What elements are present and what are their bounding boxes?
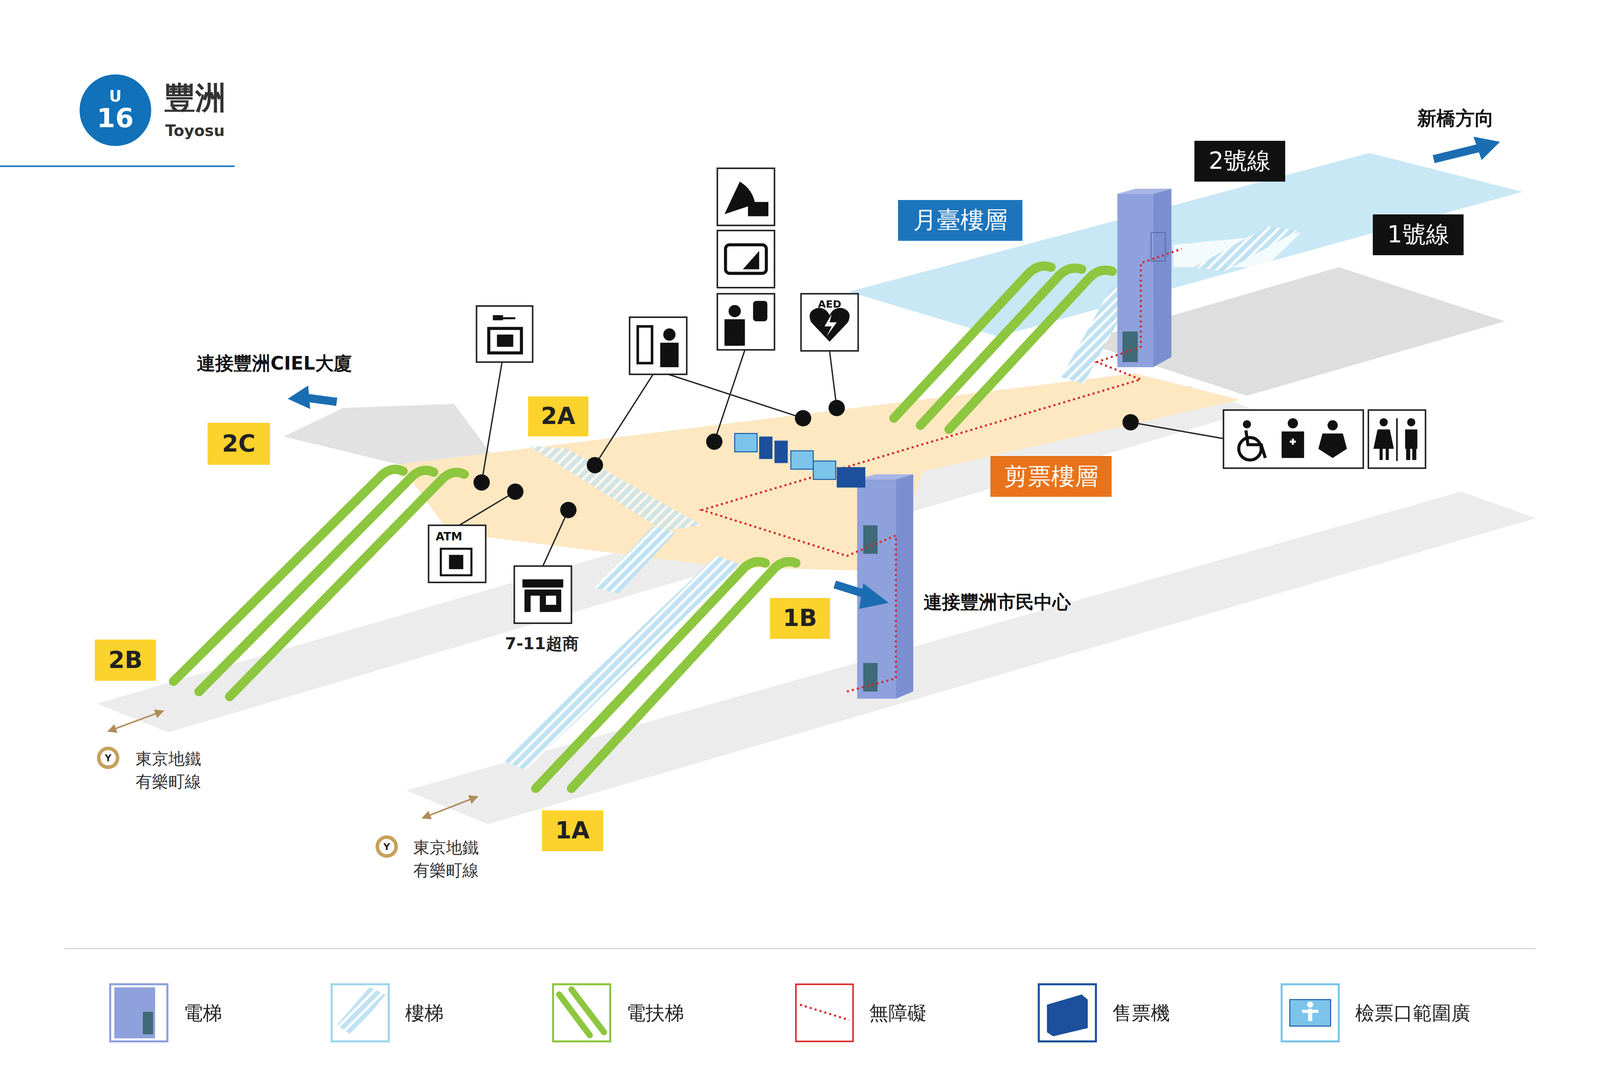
facility-label: 7-11超商 xyxy=(505,634,579,654)
legend-text: 檢票口範圍廣 xyxy=(1355,1002,1471,1025)
box-text: 1號線 xyxy=(1387,221,1450,248)
line-logo-letter: Y xyxy=(104,752,112,764)
line-label: 2號線 xyxy=(1194,140,1286,182)
badge-text: 16 xyxy=(96,104,134,133)
line-label: 1號線 xyxy=(1372,214,1464,256)
station-name-en: Toyosu xyxy=(165,122,225,140)
exit-label: 2A xyxy=(528,396,589,436)
transfer-line-label: 東京地鐵 有樂町線 xyxy=(135,747,211,794)
station-title: 豐洲 xyxy=(164,80,226,116)
level-label: 剪票樓層 xyxy=(990,456,1112,497)
legend-text: 樓梯 xyxy=(405,1002,444,1025)
exit-label: 2B xyxy=(94,639,156,681)
exit-label: 2C xyxy=(207,422,270,465)
box-text: 2號線 xyxy=(1208,147,1271,175)
level-label: 月臺樓層 xyxy=(898,200,1023,241)
legend-text: 電梯 xyxy=(183,1002,222,1025)
exit-label: 1B xyxy=(770,598,831,639)
box-text: 1A xyxy=(555,817,590,844)
station-badge: U16 xyxy=(79,74,152,146)
transfer-line-label: 東京地鐵 有樂町線 xyxy=(413,836,489,882)
box-text: 2C xyxy=(222,430,256,458)
legend-text: 售票機 xyxy=(1112,1002,1170,1025)
icon-text: AED xyxy=(818,298,842,310)
direction-label: 新橋方向 xyxy=(1417,107,1494,130)
line-logo-letter: Y xyxy=(383,841,391,852)
connection-label: 連接豐洲CIEL大廈 xyxy=(196,352,352,374)
box-text: 月臺樓層 xyxy=(913,206,1008,234)
badge-text: U xyxy=(109,88,122,105)
exit-label: 1A xyxy=(542,810,604,852)
icon-text: ATM xyxy=(435,530,463,544)
box-text: 2A xyxy=(540,402,576,430)
box-text: 剪票樓層 xyxy=(1004,463,1099,490)
legend-text: 電扶梯 xyxy=(626,1002,684,1025)
box-text: 1B xyxy=(782,604,818,632)
connection-label: 連接豐洲市民中心 xyxy=(923,591,1071,613)
legend-text: 無障礙 xyxy=(869,1002,927,1025)
box-text: 2B xyxy=(108,646,143,674)
